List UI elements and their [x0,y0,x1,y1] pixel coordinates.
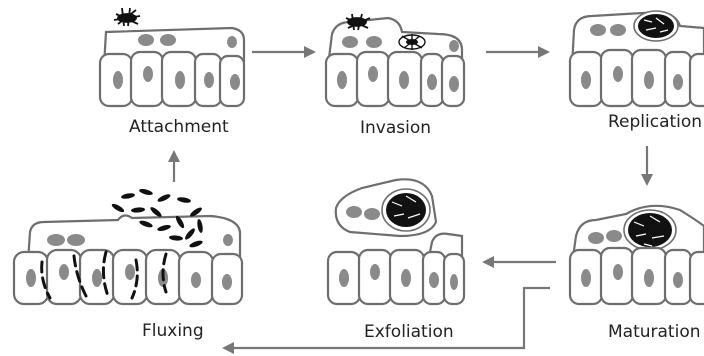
attachment-illustration [100,8,244,106]
exfoliation-illustration [328,179,464,304]
stage-label-invasion: Invasion [360,118,431,138]
maturation-illustration [570,206,704,304]
arrow-replication-to-maturation [641,146,653,186]
stage-label-attachment: Attachment [129,117,229,137]
replication-illustration [570,11,704,106]
invading-bacterium-internalized [399,34,425,50]
invading-bacterium-surface [346,14,370,30]
arrow-fluxing-to-attachment [168,150,180,182]
arrow-invasion-to-replication [486,46,550,58]
stage-label-fluxing: Fluxing [142,321,204,341]
arrow-attachment-to-invasion [252,46,316,58]
invasion-illustration [326,14,464,106]
stage-label-replication: Replication [608,112,702,132]
arrow-maturation-to-exfoliation [482,256,556,268]
fluxing-illustration [14,188,242,304]
attached-bacterium [114,8,140,26]
stage-label-maturation: Maturation [608,322,701,342]
stage-label-exfoliation: Exfoliation [364,322,454,342]
